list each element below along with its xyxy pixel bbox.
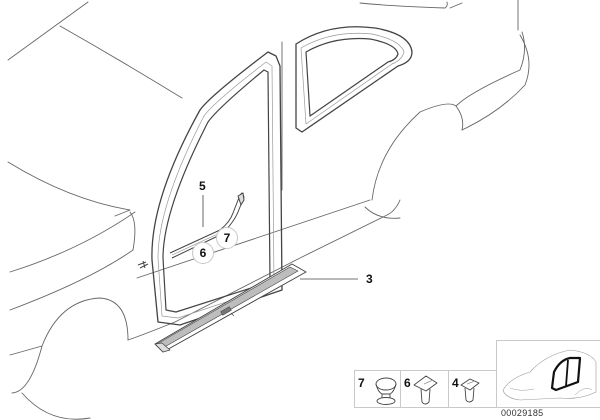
front-wheel-arch	[11, 297, 129, 394]
rear-body-line	[461, 34, 530, 131]
front-bumper-line	[129, 211, 136, 251]
rear-wheel-arch	[371, 103, 464, 201]
fender-line-1	[7, 161, 131, 217]
callout-5: 5	[199, 179, 206, 193]
door-lower-line	[136, 199, 371, 279]
callout-7: 7	[223, 231, 231, 245]
front-wheel-lower	[21, 392, 91, 420]
body-line-lower	[9, 249, 134, 311]
body-line-upper	[9, 211, 136, 273]
front-bumper-bottom	[9, 345, 43, 356]
hood-line-2	[59, 25, 183, 99]
front-door-seal	[151, 51, 283, 326]
legend-cell-7: 7	[354, 371, 401, 407]
callout-6-circle: 6	[192, 242, 214, 264]
legend-cell-4: 4	[448, 371, 497, 407]
rear-wheel-lower	[364, 206, 401, 219]
hood-line-1	[7, 1, 89, 61]
roof-line	[359, 1, 448, 9]
callout-6: 6	[199, 246, 207, 260]
legend-cell-6: 6	[400, 371, 449, 407]
thumbnail-car-icon	[502, 349, 597, 401]
rivet-clip-4-icon	[460, 378, 480, 403]
overview-thumbnail	[496, 340, 600, 408]
legend-label-4: 4	[452, 376, 459, 390]
rivet-clip-6-icon	[413, 375, 438, 405]
legend-label-7: 7	[358, 376, 365, 390]
callout-7-circle: 7	[216, 227, 238, 249]
callout-3: 3	[366, 272, 373, 286]
roof-line-2	[449, 2, 463, 9]
body-mark-symbol	[137, 260, 149, 269]
legend-icons	[375, 375, 480, 405]
rear-window-seal	[295, 26, 413, 133]
parts-legend: 7 6 4	[354, 370, 496, 408]
rocker-line	[127, 199, 401, 341]
entrance-sill-strip	[154, 263, 307, 353]
legend-label-6: 6	[404, 376, 411, 390]
button-clip-icon	[375, 377, 397, 405]
document-number: 00029185	[501, 408, 544, 418]
rear-quarter-line	[455, 31, 525, 107]
